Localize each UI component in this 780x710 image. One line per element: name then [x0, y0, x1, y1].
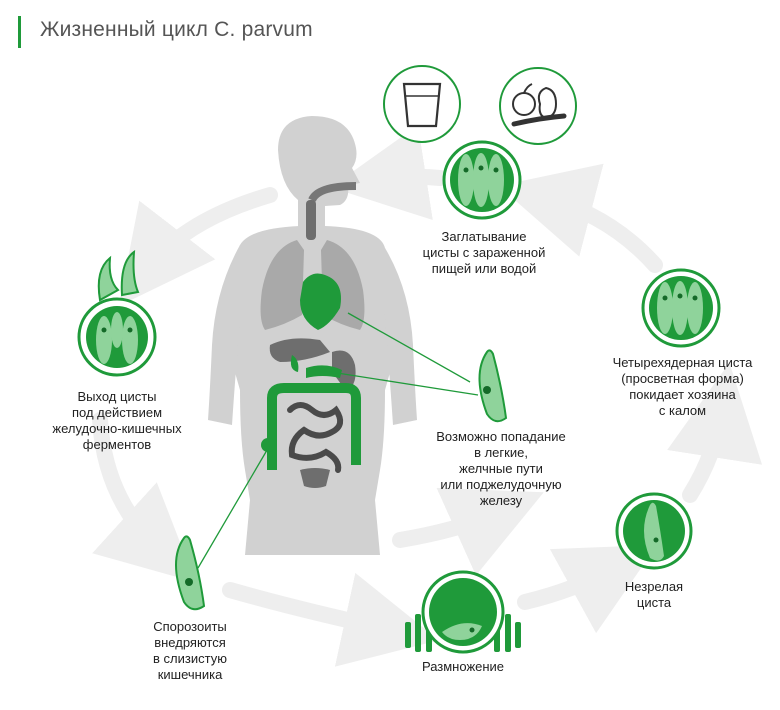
cycle-arrow-ingestion-to-body [330, 125, 448, 221]
left-arm-shape [208, 245, 250, 425]
stage-label-sporozoites: Спорозоиты внедряются в слизистую кишечн… [153, 619, 227, 682]
stage-label-four-nucleus-cyst: Четырехядерная циста (просветная форма) … [612, 355, 753, 418]
internal-organs [260, 182, 365, 488]
connector-sporozoites-intestine [197, 444, 271, 569]
gallbladder [290, 355, 299, 372]
cycle-arrow-body-to-excystation [118, 187, 278, 307]
immature-cyst-icon [615, 492, 693, 570]
connector-spread-pancreas [317, 369, 479, 396]
cycle-arrow-reproduction-to-immature [517, 544, 658, 634]
cycle-arrow-body-to-spread [392, 487, 544, 576]
cycle-arrow-sporozoites-to-reproduction [222, 572, 439, 667]
heart [300, 273, 341, 330]
ingestion-cyst-icon [442, 140, 522, 220]
small-intestine [287, 402, 344, 473]
cycle-arrows [92, 125, 763, 667]
spread-sporozoite-icon [478, 349, 508, 423]
stage-label-ingestion: Заглатывание цисты с зараженной пищей ил… [422, 229, 546, 276]
right-arm-shape [375, 248, 417, 425]
cycle-arrow-four-nucleus-to-ingestion [498, 163, 663, 273]
reproduction-icon [405, 570, 521, 654]
connector-lines [197, 312, 479, 569]
liver [269, 338, 330, 362]
glass-icon [383, 65, 461, 143]
connector-spread-lungs [347, 312, 471, 383]
page-title: Жизненный цикл C. parvum [40, 18, 313, 41]
four-nucleus-cyst-icon [641, 268, 721, 348]
trachea [306, 200, 316, 240]
stage-label-reproduction: Размножение [421, 659, 505, 674]
excystation-icon [77, 249, 157, 377]
cycle-arrow-immature-to-four-nucleus [667, 362, 763, 503]
lung-left [260, 240, 304, 330]
stomach [332, 350, 356, 392]
fruit-vegetables-icon [499, 67, 577, 145]
title-accent-bar [18, 16, 21, 48]
appendix [261, 438, 275, 452]
head-shape [278, 116, 360, 228]
pancreas [306, 365, 342, 378]
stage-label-immature-cyst: Незрелая циста [624, 579, 684, 610]
large-intestine [267, 383, 361, 470]
sporozoite-icon [175, 535, 206, 611]
cycle-arrow-excystation-to-sporozoites [92, 412, 196, 583]
stage-label-spread: Возможно попадание в легкие, желчные пут… [436, 429, 566, 508]
rectum [300, 468, 330, 488]
stage-label-excystation: Выход цисты под действием желудочно-кише… [52, 389, 182, 452]
esophagus [308, 182, 357, 203]
